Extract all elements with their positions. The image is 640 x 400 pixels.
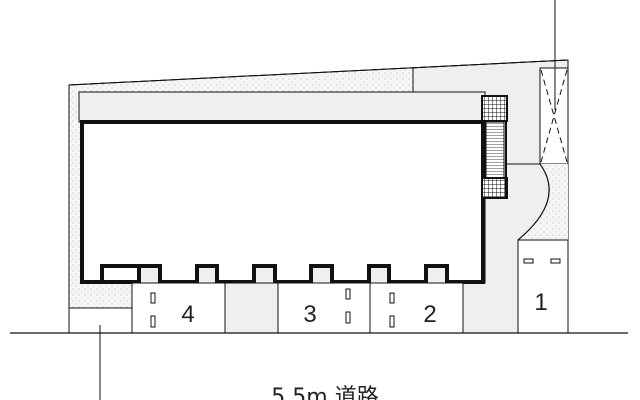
- parking-number-2: 2: [423, 301, 436, 328]
- parking-number-4: 4: [181, 301, 194, 328]
- planting-area-left: [69, 113, 81, 283]
- planting-area-bottom-left: [69, 283, 132, 308]
- paved-gap: [224, 282, 279, 334]
- parking-number-1: 1: [534, 289, 547, 316]
- stairs: [485, 121, 505, 179]
- stair-landing-bottom: [481, 177, 508, 199]
- planting-area-right: [518, 164, 568, 240]
- stair-landing-top: [481, 95, 508, 122]
- parking-space-1: [517, 239, 569, 334]
- parking-space-2: [369, 282, 464, 334]
- wheel-stops: [150, 288, 395, 328]
- parking-number-3: 3: [303, 301, 316, 328]
- road-label: 5.5m 道路: [271, 385, 378, 400]
- building: [80, 120, 485, 284]
- door-swing-arc: [517, 163, 550, 241]
- parking-space-4: [131, 282, 226, 334]
- parking-space-3: [277, 282, 371, 334]
- corridor: [78, 91, 486, 123]
